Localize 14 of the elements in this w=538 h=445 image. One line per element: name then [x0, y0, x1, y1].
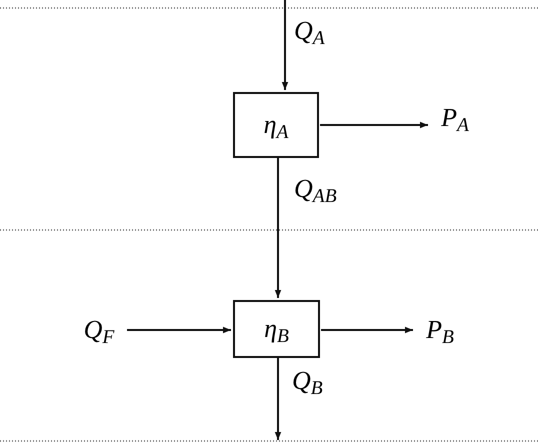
- variable-label: P$_{B}$: [415, 312, 465, 348]
- arrow: [320, 122, 428, 128]
- process-box: η$_{B}$: [233, 300, 320, 358]
- edge-label: Q$_{A}$: [294, 18, 325, 44]
- arrow: [274, 358, 282, 440]
- edge-label: Q$_{AB}$: [294, 176, 337, 202]
- arrow: [274, 158, 282, 298]
- arrow: [127, 326, 231, 334]
- arrow: [321, 326, 413, 334]
- edge-label: Q$_{B}$: [292, 368, 323, 394]
- variable-label: P$_{A}$: [430, 100, 480, 136]
- arrow: [282, 0, 288, 90]
- variable-label: Q$_{F}$: [72, 312, 126, 348]
- process-box: η$_{A}$: [233, 92, 319, 158]
